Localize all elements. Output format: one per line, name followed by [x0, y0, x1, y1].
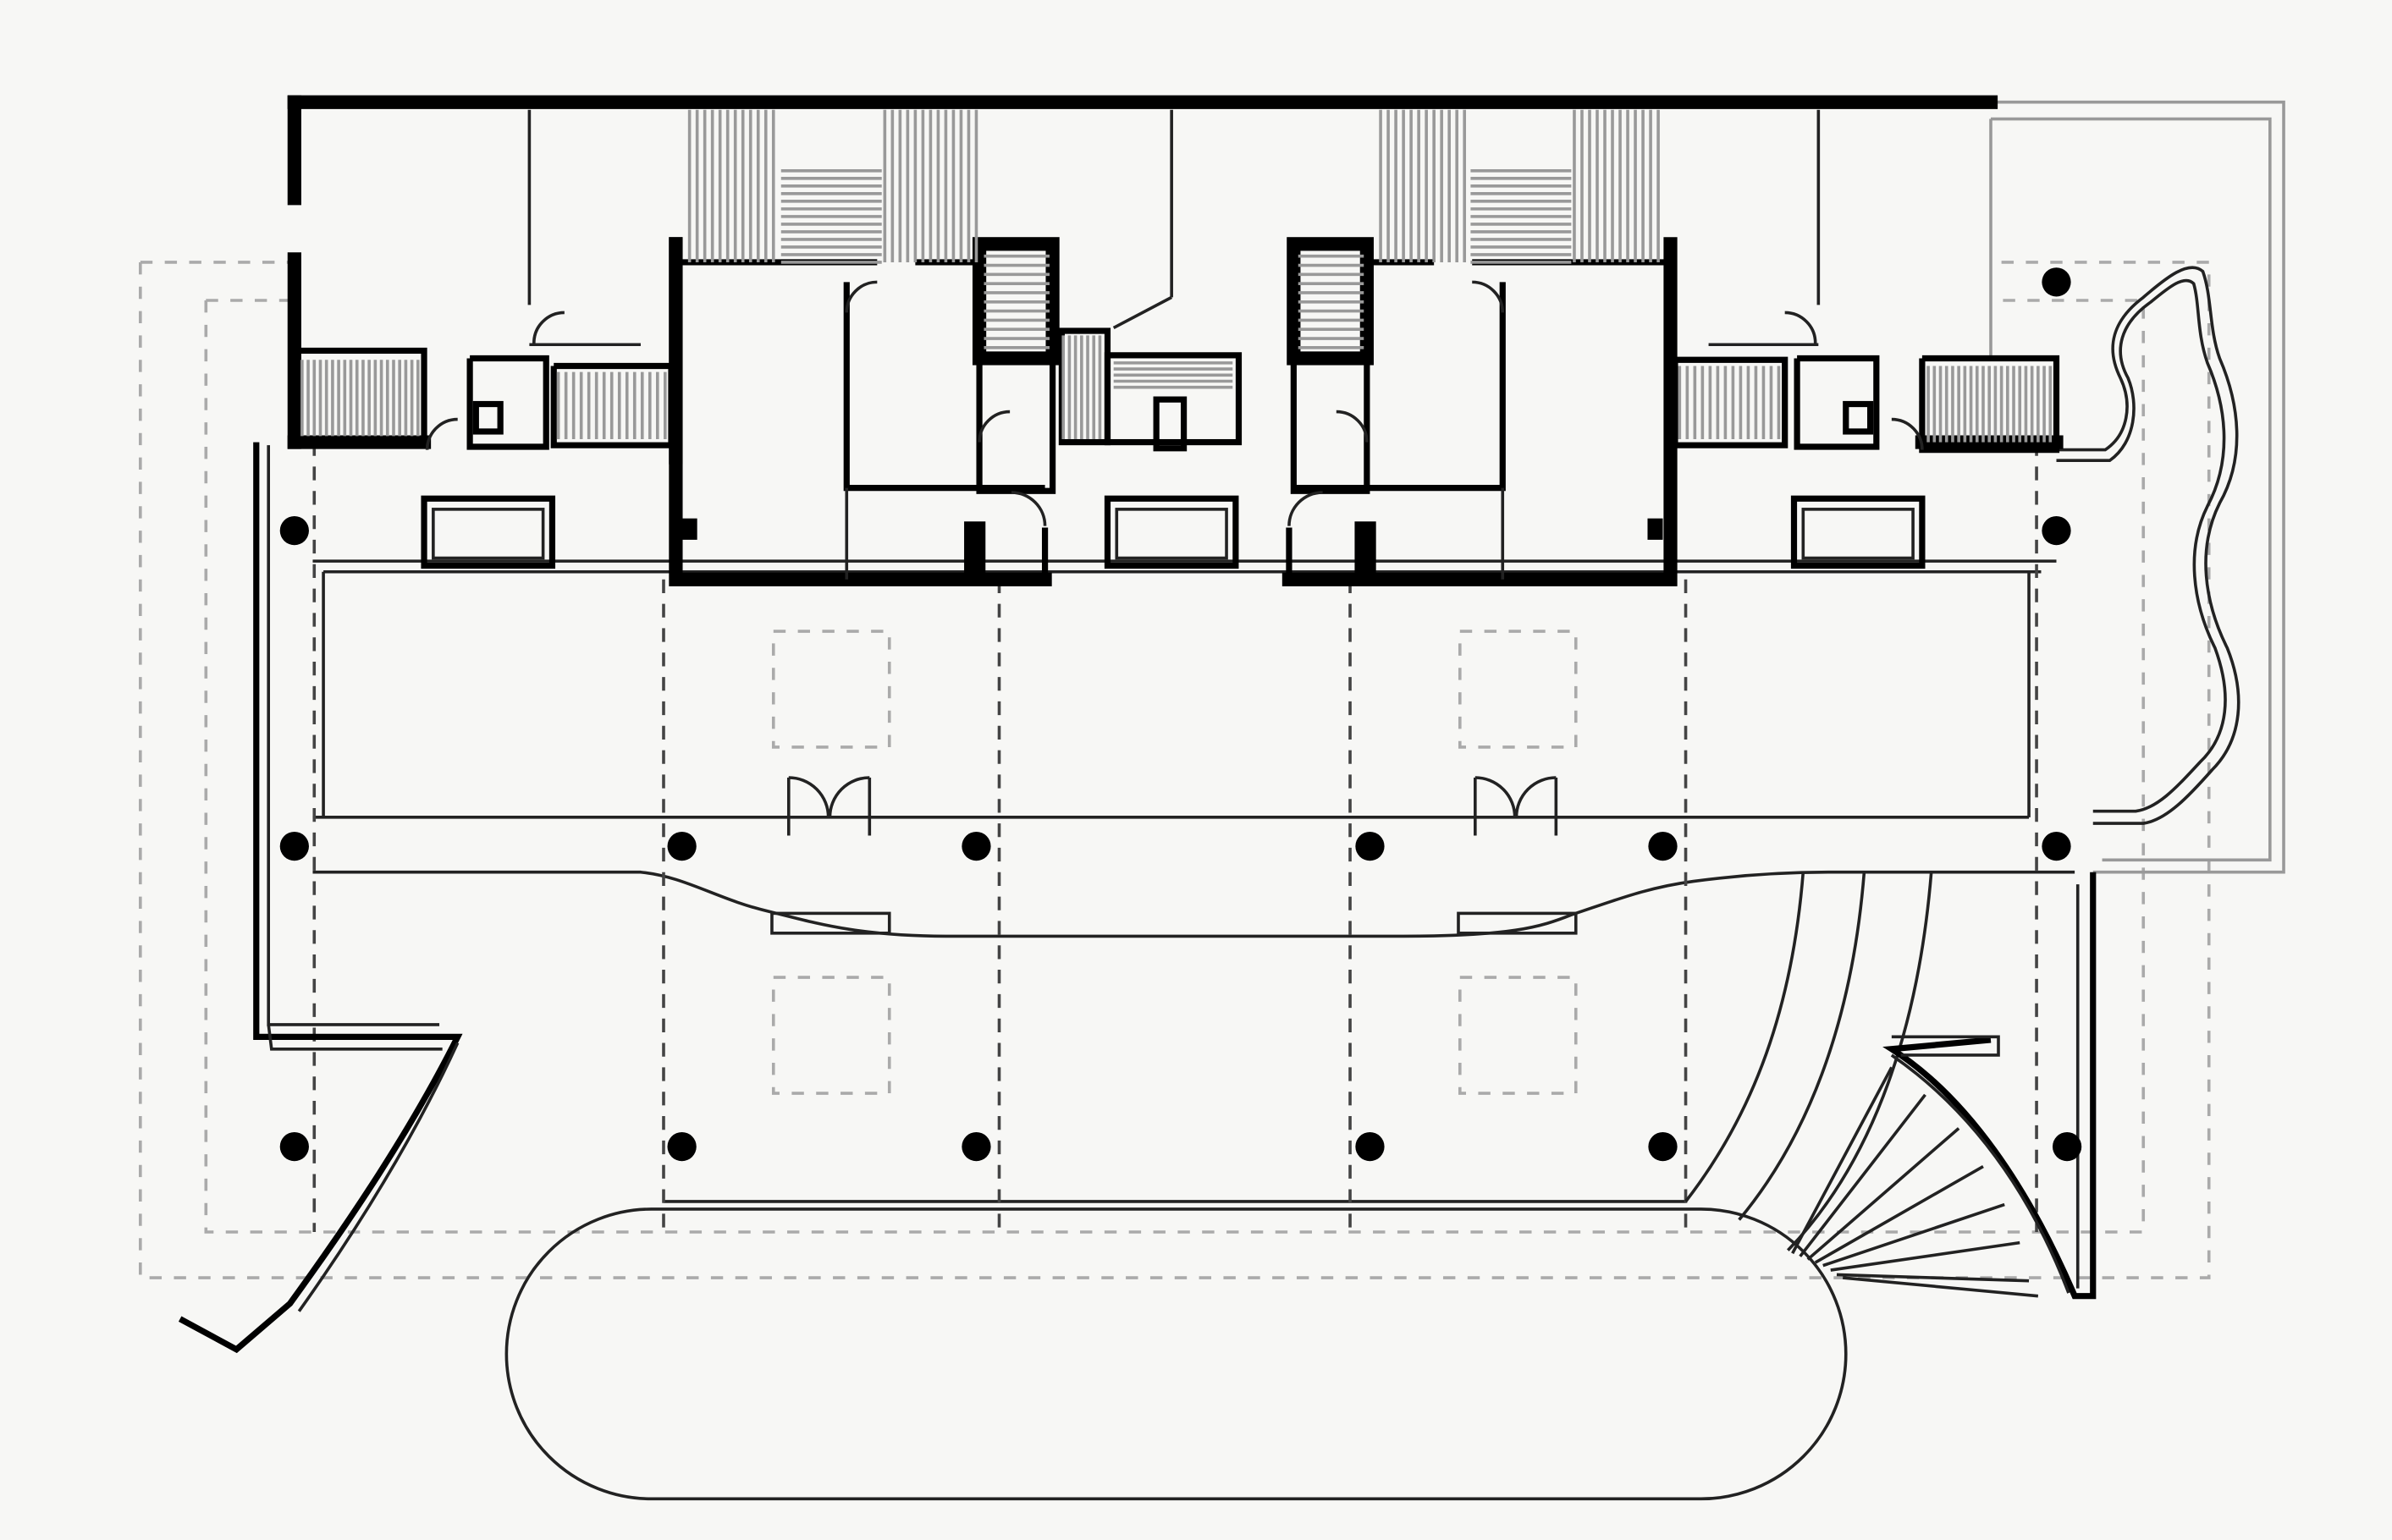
- structural-column: [1648, 831, 1678, 861]
- structural-grid: [312, 442, 2038, 1232]
- skylights: [771, 630, 1578, 1095]
- structural-column: [2042, 267, 2071, 297]
- canopy-outline: [139, 261, 2211, 1279]
- building-walls: [287, 95, 2064, 586]
- driveway-oval: [504, 1207, 1848, 1501]
- structural-column: [1355, 831, 1385, 861]
- grand-stair: [1684, 872, 2039, 1298]
- structural-column: [962, 831, 991, 861]
- stone-walls: [178, 442, 2097, 1354]
- structural-column: [2052, 1131, 2082, 1162]
- kiosks: [421, 495, 1926, 580]
- structural-column: [279, 1131, 309, 1162]
- structural-column: [667, 1131, 697, 1162]
- structural-columns: [279, 267, 2082, 1162]
- benches: [770, 911, 1578, 935]
- structural-column: [1355, 1131, 1385, 1162]
- door-swings: [425, 280, 1924, 526]
- entry-doors: [786, 776, 1558, 836]
- structural-column: [2042, 831, 2071, 861]
- structural-column: [2042, 515, 2071, 546]
- structural-column: [1648, 1131, 1678, 1162]
- stair-hatching: [300, 109, 2053, 443]
- structural-column: [279, 515, 309, 546]
- structural-column: [667, 831, 697, 861]
- structural-column: [279, 831, 309, 861]
- structural-column: [962, 1131, 991, 1162]
- balcony-rail: [2056, 266, 2240, 825]
